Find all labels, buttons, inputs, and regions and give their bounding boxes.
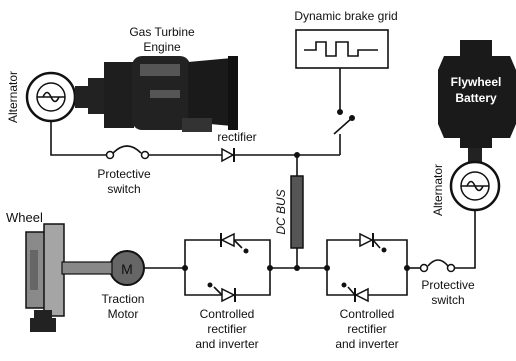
right-converter	[297, 232, 410, 303]
motor-symbol: M	[121, 261, 133, 277]
alternator-right-label: Alternator	[431, 164, 445, 216]
alternator-left-label: Alternator	[6, 71, 20, 123]
flywheel-label-line1: Flywheel	[451, 75, 502, 89]
rectifier-label: rectifier	[217, 130, 256, 144]
ctrl-right-label-line3: and inverter	[335, 337, 398, 351]
gas-turbine-engine	[88, 56, 238, 132]
protective-left-label-line2: switch	[107, 182, 140, 196]
dynamic-brake-grid	[295, 29, 389, 69]
right-alternator	[449, 148, 501, 212]
left-alternator-wire	[50, 121, 106, 156]
wheel-label: Wheel	[6, 210, 43, 225]
gas-turbine-label-line1: Gas Turbine	[129, 25, 195, 39]
ctrl-right-label-line2: rectifier	[347, 322, 386, 336]
dc-bus-label: DC BUS	[274, 189, 288, 234]
brake-switch-blade	[333, 117, 353, 135]
rectifier-diode	[221, 147, 235, 163]
dynamic-brake-label: Dynamic brake grid	[294, 9, 397, 23]
brake-switch-contact	[337, 109, 343, 115]
traction-label-line2: Motor	[108, 307, 139, 321]
protective-right-label-line2: switch	[431, 293, 464, 307]
ctrl-right-label-line1: Controlled	[340, 307, 395, 321]
wheel	[25, 223, 113, 332]
protective-right-label-line1: Protective	[421, 278, 475, 292]
ctrl-left-label-line1: Controlled	[200, 307, 255, 321]
flywheel-battery	[438, 40, 516, 148]
right-alternator-wire	[455, 210, 476, 269]
protective-left-label-line1: Protective	[97, 167, 151, 181]
traction-label-line1: Traction	[102, 292, 145, 306]
dc-bus-bar	[290, 175, 304, 249]
protective-switch-right	[419, 259, 456, 273]
ctrl-left-label-line3: and inverter	[195, 337, 258, 351]
flywheel-label-line2: Battery	[455, 91, 497, 105]
ctrl-left-label-line2: rectifier	[207, 322, 246, 336]
gas-turbine-label-line2: Engine	[143, 40, 181, 54]
brake-switch-pivot	[349, 115, 355, 121]
left-alternator	[25, 71, 90, 123]
protective-switch-left	[105, 145, 150, 160]
left-converter	[182, 232, 297, 303]
